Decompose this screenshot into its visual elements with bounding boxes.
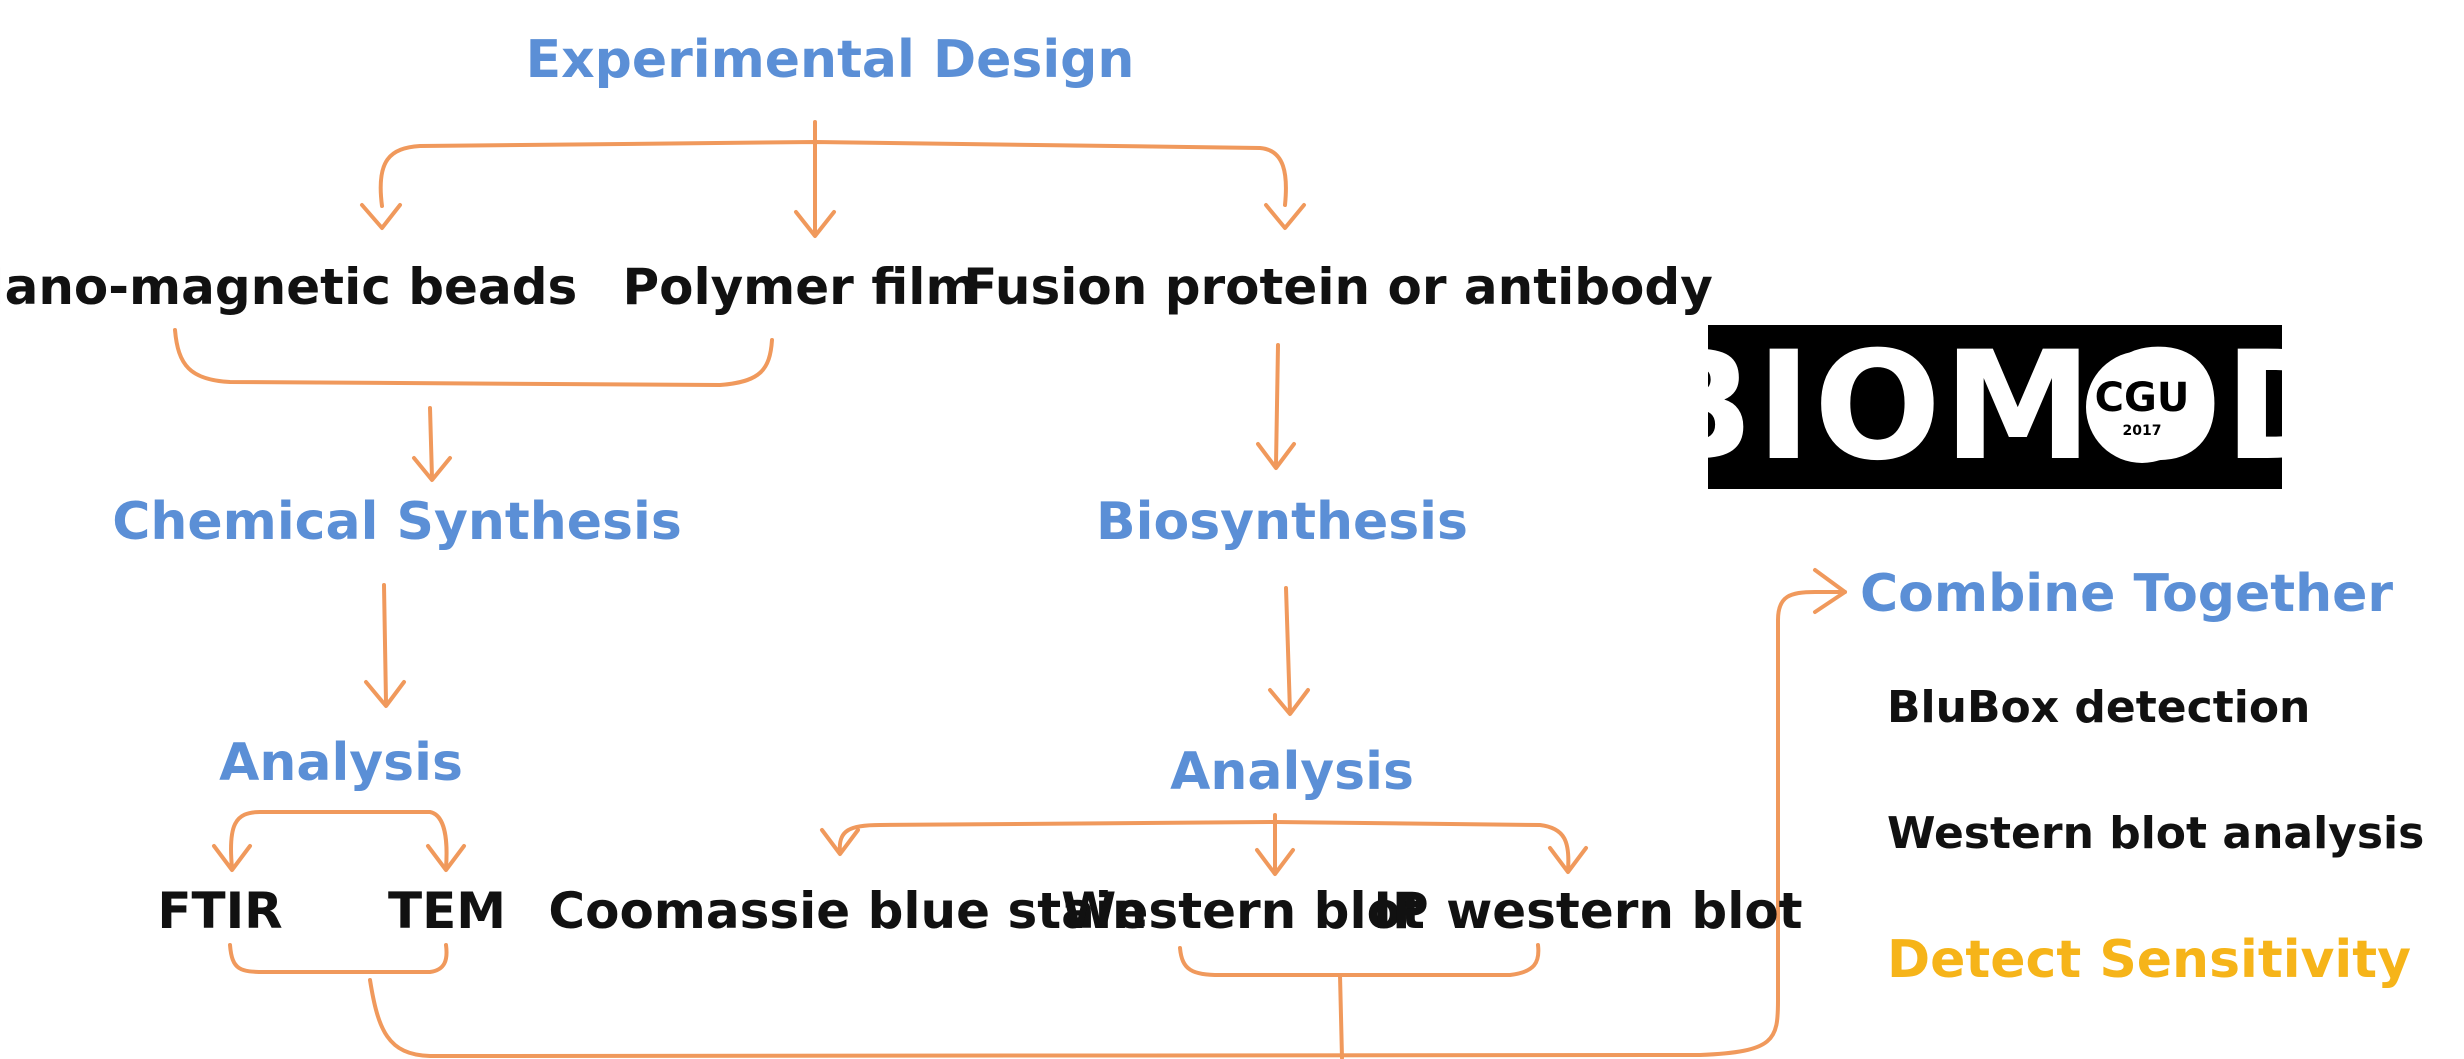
arrow-to-chemical: [428, 406, 434, 480]
arrow-chem-analysis: [382, 583, 388, 704]
arrowhead-combine: [1813, 568, 1847, 614]
western-ip-underbracket: [1178, 943, 1541, 977]
combine-item-blubox: BluBox detection: [1887, 682, 2311, 733]
arrowhead-ftir: [212, 844, 252, 872]
arrowhead-protein: [1264, 203, 1306, 230]
right-analysis-bracket: [837, 820, 1571, 872]
title-branch-bracket: [378, 140, 1288, 208]
stage-biosynthesis: Biosynthesis: [1096, 492, 1468, 552]
stage-chemical-synthesis: Chemical Synthesis: [112, 492, 682, 552]
arrowhead-beads: [360, 203, 402, 230]
biomod-logo: BIOMOD CGU 2017: [1639, 320, 2351, 494]
arrowhead-coomassie: [820, 828, 860, 856]
arrowhead-bio-analysis: [1268, 688, 1310, 716]
arrowhead-ip-western: [1548, 846, 1588, 874]
method-ip-western-blot: IP western blot: [1373, 882, 1803, 940]
arrowhead-chemical: [412, 456, 452, 482]
arrowhead-western: [1255, 848, 1295, 876]
cgu-emblem: CGU 2017: [2086, 351, 2198, 463]
logo-wordmark: BIOMOD: [1639, 320, 2351, 494]
stage-analysis-right: Analysis: [1170, 742, 1414, 802]
combine-item-western-analysis: Western blot analysis: [1887, 808, 2425, 859]
combine-together-heading: Combine Together: [1860, 564, 2394, 624]
material-nano-magnetic-beads: Nano-magnetic beads: [0, 258, 578, 316]
arrow-bio-analysis: [1284, 586, 1292, 714]
stage-analysis-left: Analysis: [219, 733, 463, 793]
arrowhead-film: [794, 210, 836, 238]
material-fusion-protein: Fusion protein or antibody: [963, 258, 1713, 316]
bottom-collector-line: [368, 590, 1847, 1058]
arrowhead-bio: [1256, 442, 1296, 470]
method-coomassie: Coomassie blue stain: [548, 882, 1148, 940]
western-ip-stem: [1338, 973, 1344, 1059]
material-polymer-film: Polymer film: [622, 258, 978, 316]
arrowhead-tem: [426, 844, 466, 872]
emblem-text: CGU: [2094, 375, 2190, 421]
detect-sensitivity: Detect Sensitivity: [1887, 930, 2412, 990]
left-analysis-bracket: [228, 810, 449, 870]
method-ftir: FTIR: [157, 882, 283, 940]
diagram-title: Experimental Design: [525, 30, 1135, 90]
method-western-blot: Western blot: [1061, 882, 1425, 940]
merge-bracket-left: [173, 328, 774, 387]
method-tem: TEM: [387, 882, 507, 940]
ftir-tem-underbracket: [228, 943, 449, 974]
arrow-to-bio: [1274, 343, 1280, 467]
arrowhead-chem-analysis: [364, 680, 406, 708]
emblem-year: 2017: [2122, 423, 2162, 439]
